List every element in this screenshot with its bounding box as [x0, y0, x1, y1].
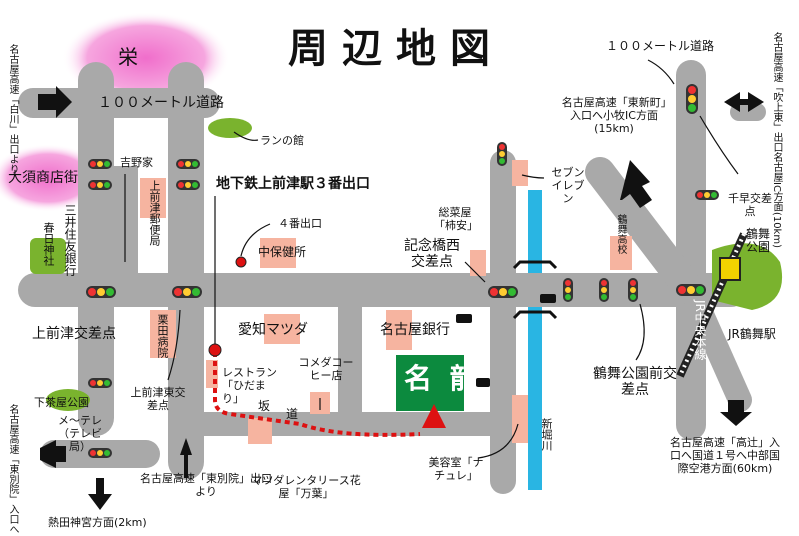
kurita-label: 栗田病院 — [156, 314, 169, 358]
meiryu-label: 名 龍 — [404, 362, 482, 395]
komeda-label: コメダコーヒー店 — [298, 356, 354, 382]
restaurant-label: レストラン「ひだまり」 — [222, 366, 277, 405]
mazda-label: 愛知マツダ — [238, 322, 308, 338]
road-100m-west: １００メートル道路 — [98, 95, 224, 111]
dir-atsuta: 熱田神宮方面(2km) — [48, 516, 147, 529]
rental-label: マツダレンタリース花屋「万葉」 — [251, 474, 361, 500]
shinhori-river — [528, 190, 542, 490]
bridge — [512, 260, 558, 320]
meiryu-marker — [422, 404, 446, 428]
meitele-label: メ〜テレ（テレビ局） — [58, 414, 102, 453]
road-slope-1: 坂 — [258, 399, 271, 413]
road-slope-2: 道 — [286, 407, 299, 421]
dir-fukiage: 名古屋高速「吹上東」出口名古屋IC方面(10km) — [771, 32, 782, 248]
car-icons — [456, 294, 556, 387]
kinenbashi-crossing: 記念橋西交差点 — [404, 238, 460, 270]
jr-station-icon — [719, 257, 741, 281]
exit4-dot — [235, 256, 247, 268]
subway-exit3-label: 地下鉄上前津駅３番出口 — [216, 176, 370, 192]
kasuga-label: 春日神社 — [42, 222, 55, 266]
jr-line-label: JR中央本線 — [693, 300, 707, 360]
tsurumai-koen-mae-crossing: 鶴舞公園前交差点 — [593, 366, 677, 398]
tsurumai-koukou-label: 鶴舞高校 — [615, 214, 626, 254]
yoshinoya-label: 吉野家 — [120, 156, 153, 169]
chihaya-crossing: 千早交差点 — [728, 192, 772, 218]
jr-station-label: JR鶴舞駅 — [728, 327, 776, 341]
road-100m-east: １００メートル道路 — [606, 39, 715, 53]
exit3-dot — [208, 343, 222, 357]
seven-label: セブンイレブン — [551, 166, 585, 205]
kamimaezu-crossing: 上前津交差点 — [32, 326, 116, 342]
tsurumai-park-label: 鶴舞公園 — [745, 227, 770, 254]
dir-higashibetsuin-exit: 名古屋高速「東別院」出口より — [140, 472, 272, 498]
leader-lines — [124, 59, 739, 459]
shimochaya-label: 下茶屋公園 — [34, 396, 89, 409]
nagoya-bank-label: 名古屋銀行 — [380, 322, 450, 338]
district-osu: 大須商店街 — [8, 170, 78, 186]
sumitomo-label: 三井住友銀行 — [63, 204, 77, 276]
sozaiya-label: 総菜屋「柿安」 — [434, 206, 478, 232]
direction-arrows — [38, 86, 764, 510]
dir-higashishinmachi: 名古屋高速「東新町」入口へ小牧IC方面(15km) — [561, 96, 667, 135]
dir-higashibetsuin-entrance: 名古屋高速「東別院」入口へ — [7, 404, 18, 534]
dir-takatsuji: 名古屋高速「高辻」入口へ国道１号へ中部国際空港方面(60km) — [670, 436, 780, 475]
page-title: 周辺地図 — [288, 26, 504, 72]
walking-route — [213, 352, 421, 437]
ran-no-yakata-label: ランの館 — [260, 134, 304, 147]
post-office-label: 上前津郵便局 — [148, 180, 161, 246]
district-sakae: 栄 — [118, 45, 138, 69]
exit4-label: ４番出口 — [278, 217, 322, 230]
salon-label: 美容室「ナチュレ」 — [428, 456, 484, 482]
kamimaezu-higashi-crossing: 上前津東交差点 — [130, 386, 186, 412]
dir-shirakawa: 名古屋高速「白川」出口より — [7, 44, 18, 174]
river-label: 新堀川 — [540, 418, 553, 451]
buildings — [140, 160, 632, 444]
traffic-lights — [86, 84, 719, 458]
meiryu-building — [396, 355, 464, 411]
chuho-label: 中保健所 — [258, 245, 307, 259]
